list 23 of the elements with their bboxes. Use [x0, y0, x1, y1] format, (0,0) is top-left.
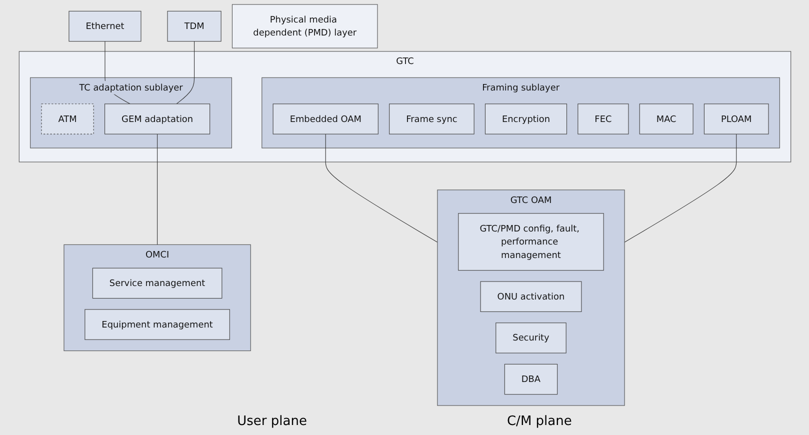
connector: [324, 134, 438, 243]
node-box: MAC: [638, 104, 693, 134]
node-box: Ethernet: [68, 10, 141, 42]
node-box: ONU activation: [480, 281, 582, 312]
node-box: Security: [495, 322, 566, 354]
node-box: TDM: [166, 10, 221, 42]
node-box: Embedded OAM: [272, 104, 378, 134]
connector: [624, 134, 736, 243]
node-box: Frame sync: [388, 104, 474, 134]
node-box: Physical media dependent (PMD) layer: [231, 4, 378, 48]
node-box: DBA: [504, 364, 558, 395]
node-box: Equipment management: [84, 309, 230, 340]
node-box: FEC: [577, 104, 628, 134]
node-box: GTC/PMD config, fault, performance management: [458, 213, 604, 271]
connector: [176, 41, 194, 104]
plane-label: C/M plane: [506, 414, 572, 429]
node-box: Encryption: [484, 104, 567, 134]
node-box: PLOAM: [703, 104, 768, 134]
node-box: Service management: [92, 268, 222, 299]
connector: [156, 134, 158, 245]
node-box: GEM adaptation: [104, 104, 210, 134]
plane-label: User plane: [237, 414, 307, 429]
node-box: ATM: [40, 104, 94, 134]
